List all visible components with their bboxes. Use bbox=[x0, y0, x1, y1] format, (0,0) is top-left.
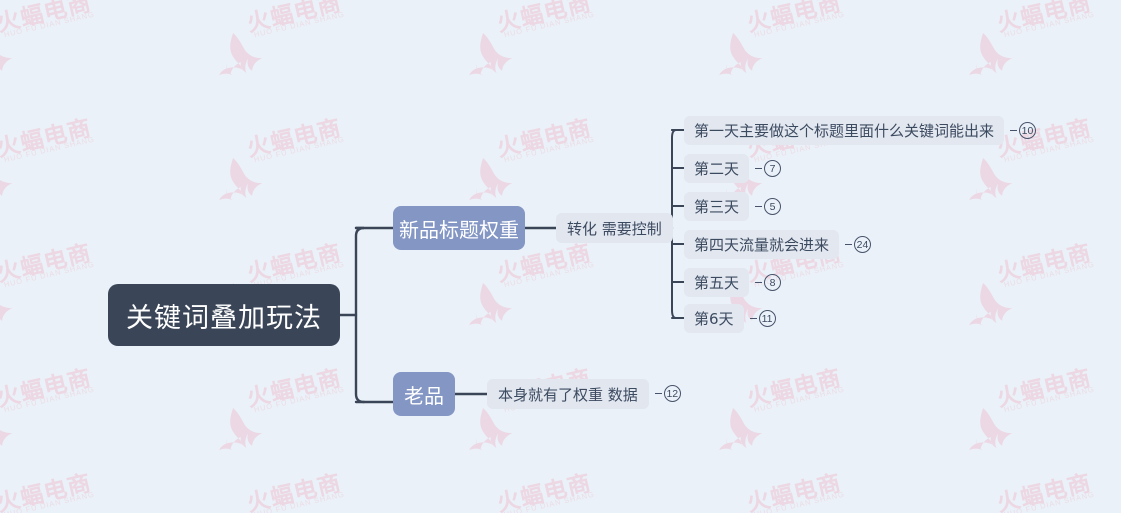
leaf-badge: 7 bbox=[755, 154, 782, 183]
badge-dash-icon bbox=[845, 243, 853, 246]
badge-count: 24 bbox=[854, 236, 872, 253]
badge-old-product: 12 bbox=[654, 379, 681, 408]
branch-node-label: 新品标题权重 bbox=[399, 217, 519, 242]
middle-node-existing-weight[interactable]: 本身就有了权重 数据 bbox=[487, 379, 649, 409]
branch-node-old-product[interactable]: 老品 bbox=[393, 372, 455, 416]
badge-count: 10 bbox=[1019, 122, 1037, 139]
badge-dash-icon bbox=[755, 281, 763, 284]
leaf-node-label: 第五天 bbox=[694, 274, 740, 292]
leaf-badge: 10 bbox=[1010, 116, 1037, 145]
middle-node-label: 本身就有了权重 数据 bbox=[498, 385, 638, 404]
leaf-node-label: 第三天 bbox=[694, 198, 740, 216]
leaf-node-label: 第二天 bbox=[694, 160, 740, 178]
leaf-node-label: 第一天主要做这个标题里面什么关键词能出来 bbox=[694, 122, 995, 140]
leaf-node-label: 第四天流量就会进来 bbox=[694, 236, 830, 254]
badge-count: 5 bbox=[764, 198, 782, 215]
badge-count: 7 bbox=[764, 160, 782, 177]
leaf-node-label: 第6天 bbox=[694, 310, 734, 328]
leaf-node[interactable]: 第6天 bbox=[684, 304, 744, 333]
badge-dash-icon bbox=[1010, 129, 1018, 132]
branch-node-new-product[interactable]: 新品标题权重 bbox=[393, 206, 525, 250]
leaf-node[interactable]: 第三天 bbox=[684, 192, 750, 221]
leaf-badge: 24 bbox=[845, 230, 872, 259]
leaf-node[interactable]: 第一天主要做这个标题里面什么关键词能出来 bbox=[684, 116, 1005, 145]
leaf-node[interactable]: 第五天 bbox=[684, 268, 750, 297]
badge-dash-icon bbox=[654, 392, 662, 395]
leaf-node[interactable]: 第二天 bbox=[684, 154, 750, 183]
leaf-badge: 5 bbox=[755, 192, 782, 221]
badge-count: 8 bbox=[764, 274, 782, 291]
root-node[interactable]: 关键词叠加玩法 bbox=[108, 284, 340, 346]
leaf-node[interactable]: 第四天流量就会进来 bbox=[684, 230, 840, 259]
leaf-badge: 8 bbox=[755, 268, 782, 297]
branch-node-label: 老品 bbox=[404, 383, 444, 408]
badge-dash-icon bbox=[755, 205, 763, 208]
badge-count: 12 bbox=[663, 385, 681, 402]
root-node-label: 关键词叠加玩法 bbox=[126, 302, 322, 334]
middle-node-conversion[interactable]: 转化 需要控制 bbox=[556, 213, 673, 243]
badge-count: 11 bbox=[758, 310, 776, 327]
badge-dash-icon bbox=[755, 167, 763, 170]
middle-node-label: 转化 需要控制 bbox=[567, 219, 662, 238]
badge-dash-icon bbox=[749, 317, 757, 320]
leaf-badge: 11 bbox=[749, 304, 776, 333]
